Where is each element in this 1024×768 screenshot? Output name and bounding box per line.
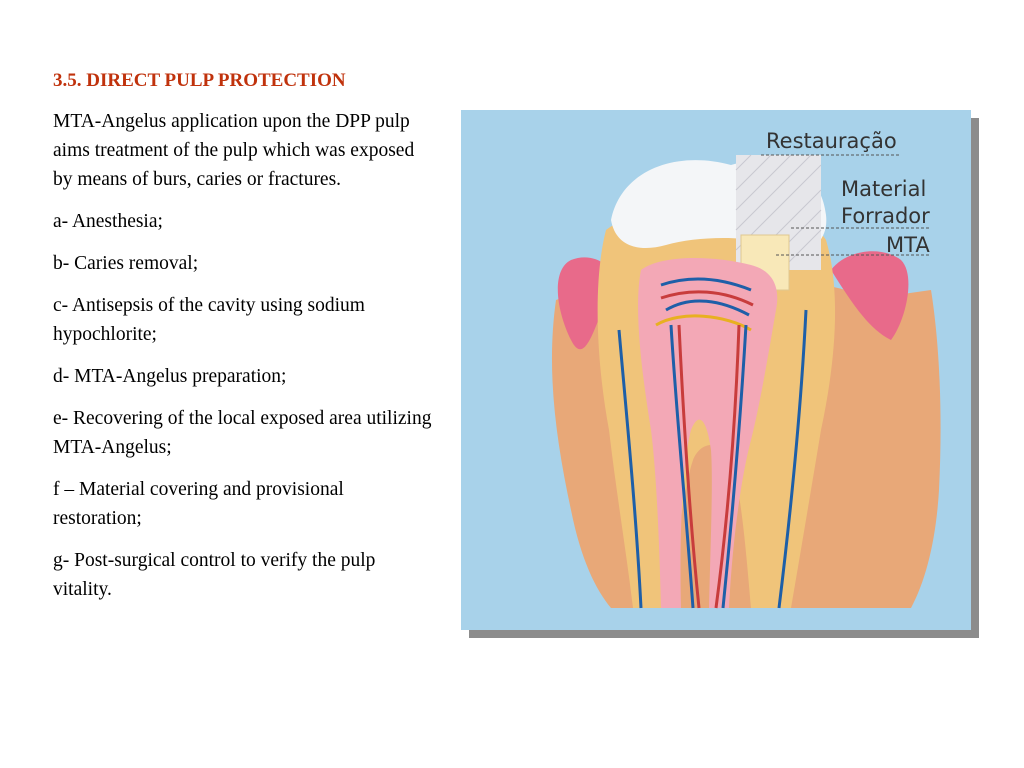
intro-paragraph: MTA-Angelus application upon the DPP pul… (53, 111, 415, 190)
label-leaders (761, 154, 931, 256)
step-anesthesia: a- Anesthesia; (53, 211, 163, 232)
step-caries-removal: b- Caries removal; (53, 253, 199, 274)
nerve-bundles (617, 277, 808, 609)
gum-right (831, 251, 909, 340)
tooth-diagram-figure: Restauração Material Forrador MTA (461, 110, 979, 638)
label-restoration: Restauração (766, 129, 897, 153)
step-post-surgical-control: g- Post-surgical control to verify the p… (53, 550, 376, 600)
slide-title: 3.5. DIRECT PULP PROTECTION (53, 70, 346, 91)
label-mta: MTA (886, 233, 930, 257)
figure-panel: Restauração Material Forrador MTA (461, 110, 971, 630)
step-material-covering: f – Material covering and provisional re… (53, 479, 344, 529)
slide-text-column: 3.5. DIRECT PULP PROTECTION MTA-Angelus … (53, 66, 433, 617)
step-mta-preparation: d- MTA-Angelus preparation; (53, 366, 287, 387)
label-lining-line2: Forrador (841, 204, 930, 228)
label-lining-line1: Material (841, 177, 926, 201)
step-recovering: e- Recovering of the local exposed area … (53, 408, 432, 458)
step-antisepsis: c- Antisepsis of the cavity using sodium… (53, 295, 365, 345)
tooth-illustration: Restauração Material Forrador MTA (551, 129, 941, 609)
